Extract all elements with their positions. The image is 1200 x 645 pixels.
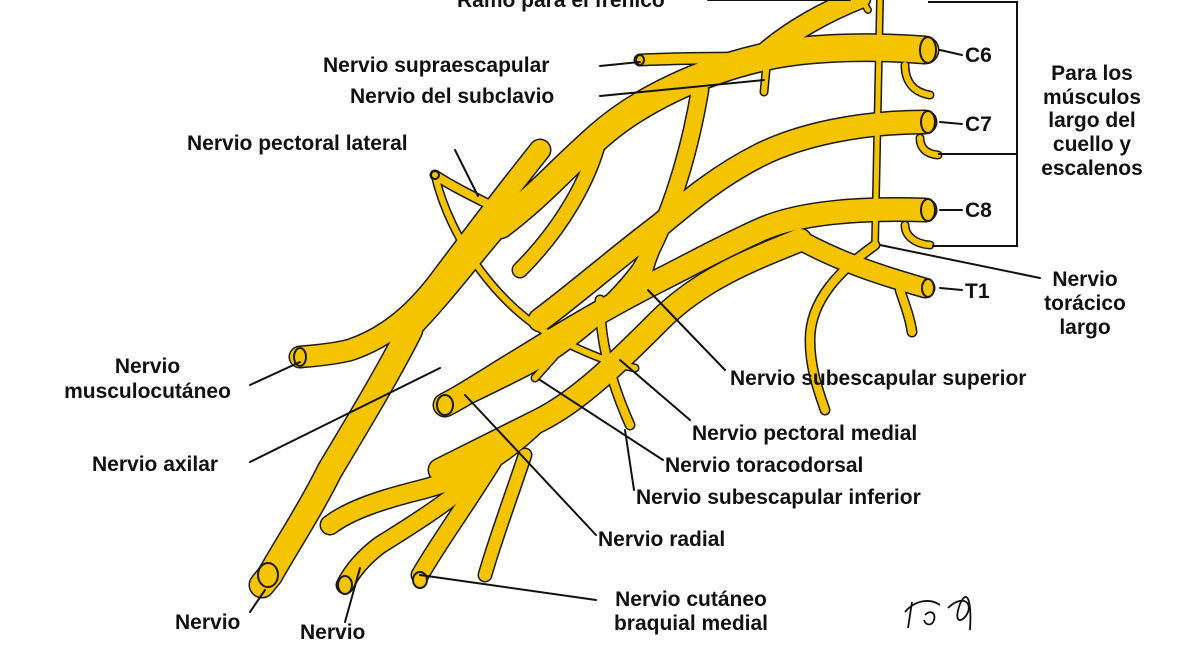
nerve-c7-trunk [529,111,936,331]
label-nervio-radial: Nervio radial [598,528,726,551]
nerve-network [248,0,943,599]
leader-toracodorsal [539,379,664,461]
leader-t1 [939,287,963,291]
nerve-axilar-trunk [513,128,607,277]
nerve-scalene-c6 [902,62,933,98]
label-nervio-pectoral-medial: Nervio pectoral medial [692,422,918,445]
nerve-scalene-c7 [917,135,941,158]
leader-nervio-bottom-mid [344,567,361,623]
leader-subesc-inf [624,429,635,491]
leader-c7 [939,121,963,125]
nerve-lateral-cord-2 [401,216,509,339]
cap-musculocutaneous [257,562,279,588]
brachial-plexus-diagram [248,0,1041,630]
leader-musculocutaneo [249,361,301,386]
label-nervio-subescapular-inferior: Nervio subescapular inferior [636,486,921,509]
label-t1: T1 [965,280,990,303]
label-nervio-musculocutaneo: Nervio musculocutáneo [64,355,231,404]
leader-supraescapular [599,61,641,67]
nerve-pectoral-lateral-loop [432,172,638,371]
leader-pectoral-medial [619,359,691,421]
nerve-toracodorsal [532,347,563,381]
label-nervio-axilar: Nervio axilar [92,453,219,476]
label-c6: C6 [965,44,992,67]
nerve-toracico-largo [872,0,883,248]
label-nervio-bottom-mid: Nervio [300,621,366,644]
cap-c6 [919,36,937,64]
cap-supraesc [635,54,645,66]
label-nervio-supraescapular: Nervio supraescapular [323,54,550,77]
nerve-root-caps [257,36,937,595]
label-nervio-cutaneo-braquial-medial: Nervio cutáneo braquial medial [613,588,769,636]
label-nervio-toracodorsal: Nervio toracodorsal [665,454,864,477]
nerve-medial-cutaneous [479,449,531,581]
cap-lateral-end [293,347,307,367]
nerve-t1-root [791,231,934,297]
leader-cutaneo-braquial [419,574,597,601]
nerve-toracico-largo-curve [806,241,879,414]
label-ramo-frenico: Ramo para el frénico [457,0,665,12]
label-c7: C7 [965,113,992,136]
leader-radial [464,394,597,536]
nerve-radial [412,442,508,583]
nerve-phrenic-branch [859,0,871,13]
nerve-lateral-cord [290,140,550,367]
cap-c7 [920,110,936,134]
nerve-supraescapular [635,53,765,65]
label-nervio-subclavio: Nervio del subclavio [350,85,555,108]
nerve-scalene-c8 [902,222,933,248]
label-nervio-pectoral-lateral: Nervio pectoral lateral [187,132,408,155]
leader-toracico-largo [879,244,1041,279]
leader-pectoral-lateral [454,149,479,197]
leader-nervio-bottom-left [249,589,266,613]
bracket [928,1,1018,247]
nerve-subesc-inf [596,296,634,429]
cap-posterior-end [436,394,454,416]
label-c8: C8 [965,199,992,222]
nerve-upper-trunk [487,34,938,238]
signature-mark [904,596,972,630]
label-nervio-toracico-largo: Nervio torácico largo [1044,268,1126,340]
leader-axilar [249,367,441,463]
leader-lines [249,0,1041,623]
cap-median-end [337,575,353,595]
label-nervio-bottom-left: Nervio [175,611,241,634]
nerve-t1-down [896,286,916,336]
leader-c6 [939,49,963,56]
label-para-los-musculos: Para los músculos largo del cuello y esc… [1041,62,1143,180]
leader-subclavio [599,79,765,97]
leader-subesc-sup [647,289,726,371]
nerve-subesc-sup [641,236,664,294]
cap-c8 [920,198,936,222]
cap-pectoral-lat [430,170,440,180]
nerve-musculocutaneous [258,318,422,587]
cap-t1 [921,278,935,298]
nerve-subclavio [761,47,771,95]
label-nervio-subescapular-superior: Nervio subescapular superior [730,367,1027,390]
